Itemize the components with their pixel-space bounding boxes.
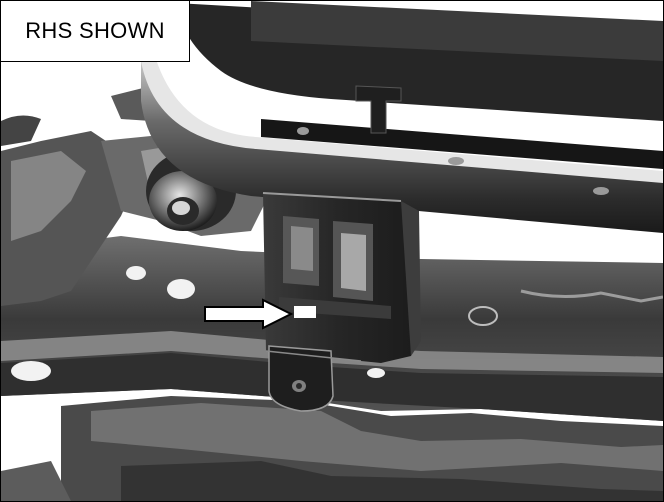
caption-box: RHS SHOWN — [1, 1, 190, 62]
mounting-bracket — [262, 192, 421, 412]
caption-label: RHS SHOWN — [25, 18, 165, 43]
lower-chassis-panel — [1, 396, 663, 501]
step-bar-tube — [141, 1, 663, 233]
arrow-icon — [204, 298, 294, 330]
